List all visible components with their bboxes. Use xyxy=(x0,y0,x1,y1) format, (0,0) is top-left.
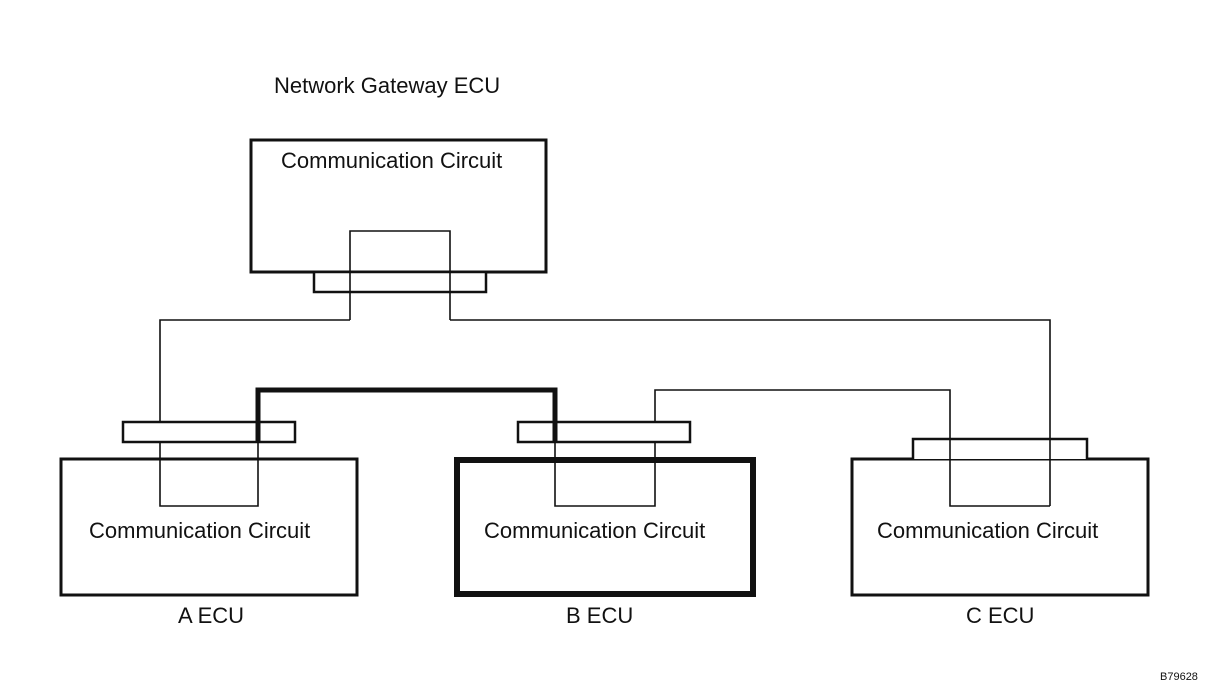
figure-code: B79628 xyxy=(1160,671,1198,683)
gateway-connector xyxy=(312,270,488,294)
b-ecu-label: B ECU xyxy=(566,603,633,628)
b-ecu-circuit-label: Communication Circuit xyxy=(484,518,705,543)
gateway-internal-wire xyxy=(349,230,451,320)
a-ecu-label: A ECU xyxy=(178,603,244,628)
a-ecu-circuit-label: Communication Circuit xyxy=(89,518,310,543)
c-ecu-connector xyxy=(911,437,1089,459)
wire-gateway-to-a xyxy=(159,319,350,422)
gateway-ecu-box xyxy=(249,138,548,274)
wire-gateway-to-c xyxy=(450,319,1051,506)
gateway-circuit-label: Communication Circuit xyxy=(281,148,502,173)
a-ecu-box xyxy=(59,457,359,597)
bold-wire-a-to-b xyxy=(255,387,558,442)
b-ecu-connector xyxy=(516,420,692,444)
c-ecu-label: C ECU xyxy=(966,603,1034,628)
a-ecu-connector xyxy=(121,420,297,444)
gateway-title: Network Gateway ECU xyxy=(274,73,500,98)
wire-b-to-c xyxy=(654,389,1050,507)
c-ecu-box xyxy=(850,457,1150,597)
b-ecu-internal-wire xyxy=(554,442,656,507)
b-ecu-box xyxy=(454,457,756,597)
a-ecu-internal-wire xyxy=(159,442,259,507)
c-ecu-circuit-label: Communication Circuit xyxy=(877,518,1098,543)
